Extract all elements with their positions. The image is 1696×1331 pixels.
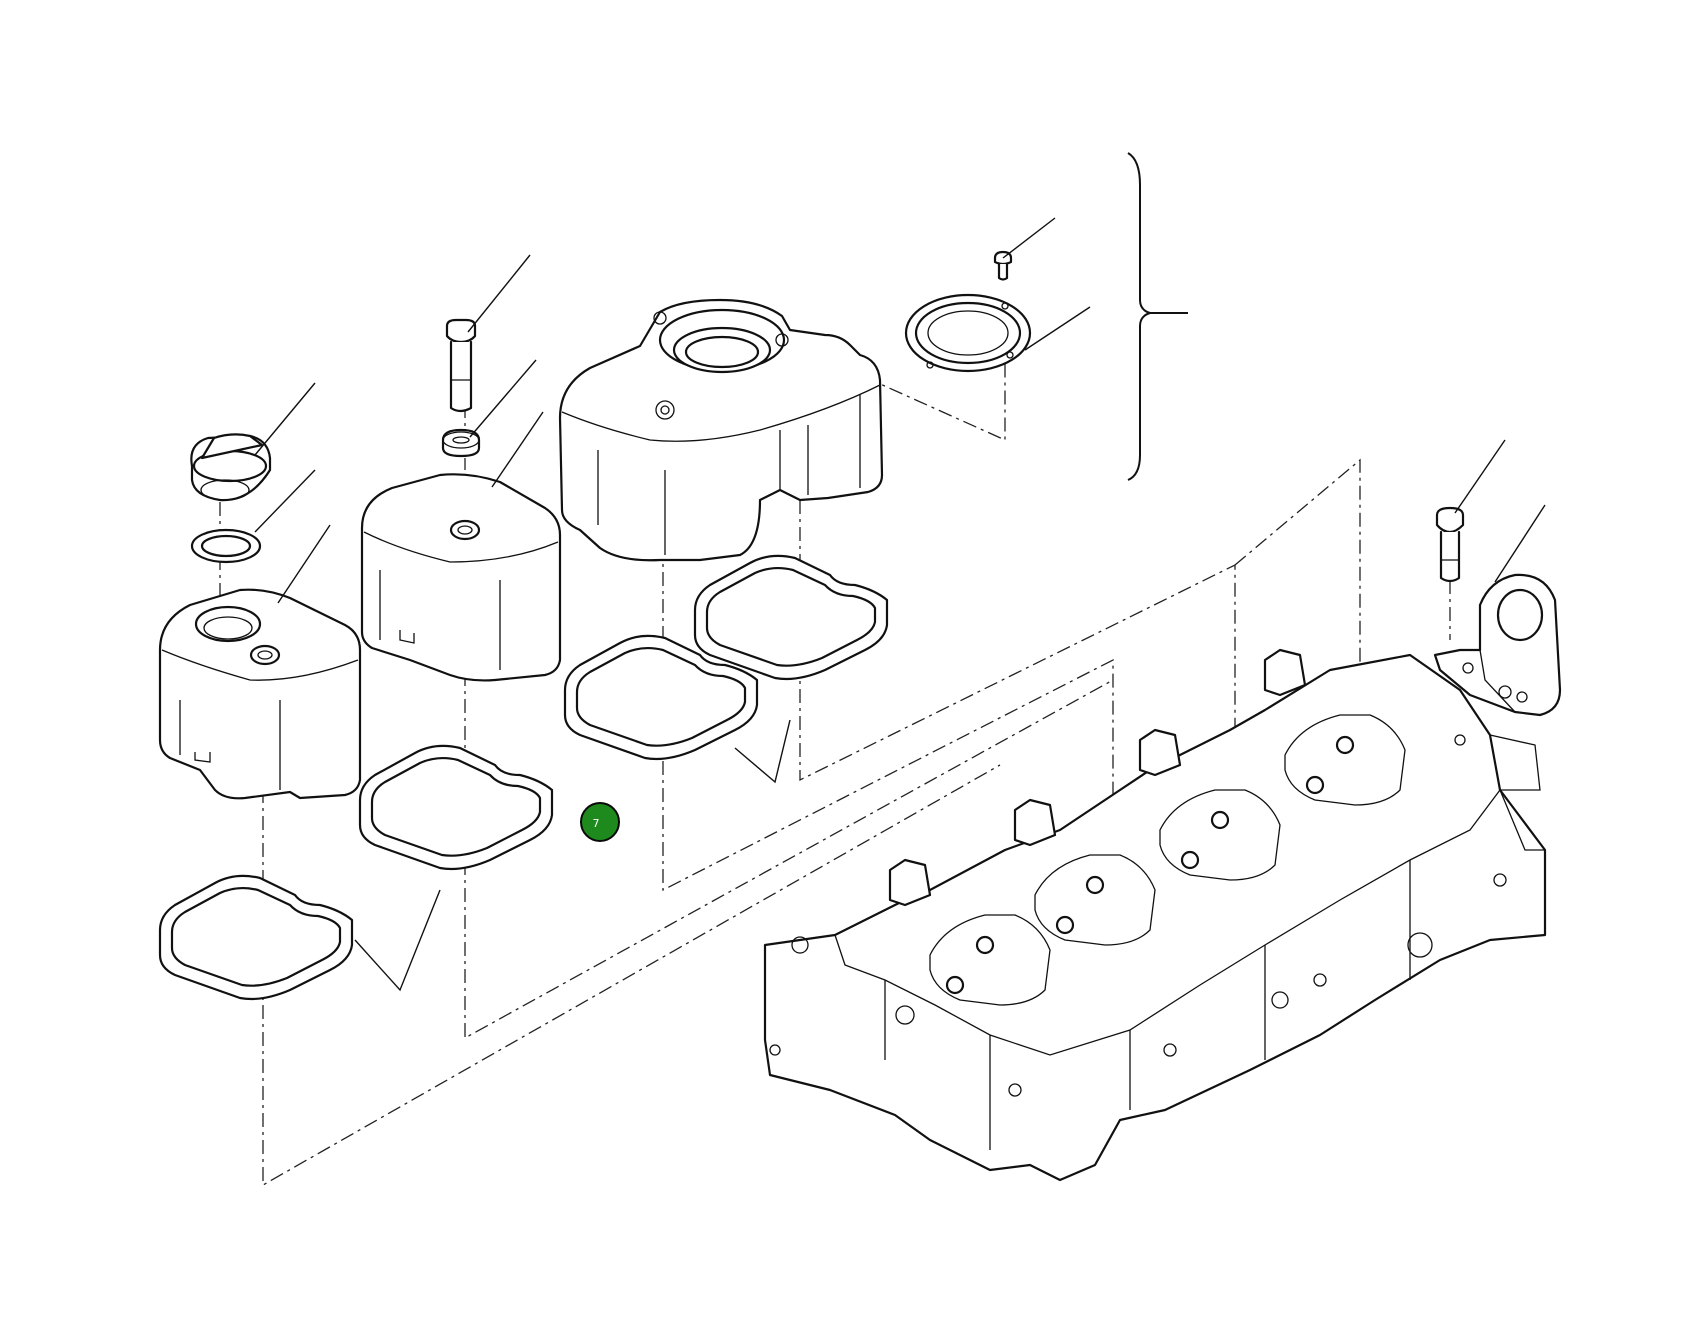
gasket-4 — [693, 554, 889, 681]
gasket-2 — [358, 744, 554, 871]
callout-7-circle[interactable] — [580, 802, 620, 842]
cylinder-head — [763, 648, 1547, 1182]
valve-cover-1 — [158, 588, 362, 800]
gasket-3 — [563, 634, 759, 761]
valve-cover-2 — [360, 473, 562, 682]
rubber-spacer — [441, 428, 481, 458]
oil-filler-cap — [190, 433, 272, 502]
small-screw — [993, 250, 1013, 281]
gasket-1 — [158, 874, 354, 1001]
bracket-bolt — [1435, 506, 1465, 583]
o-ring — [190, 528, 262, 564]
lifting-bracket — [1433, 573, 1562, 717]
callout-7[interactable]: 7 — [580, 802, 620, 842]
callout-7-label: 7 — [593, 817, 600, 830]
valve-cover-3 — [558, 298, 884, 562]
leader-lines — [254, 217, 1546, 992]
cover-bolt — [445, 318, 477, 413]
cover-plate — [904, 293, 1032, 373]
group-bracket — [1127, 152, 1188, 481]
